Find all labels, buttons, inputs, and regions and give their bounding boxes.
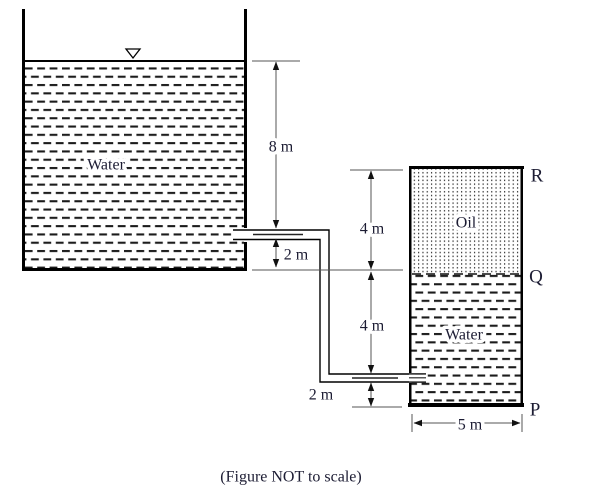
arrow-up-icon [272, 61, 280, 70]
dim-8m-label: 8 m [269, 139, 294, 156]
dimension-4m-oil: 4 m [356, 170, 388, 270]
left-tank-water-label: Water [87, 157, 125, 174]
arrow-down-icon [367, 398, 375, 407]
right-tank-left-wall-lower [409, 383, 412, 403]
point-q-label: Q [529, 267, 543, 288]
arrow-up-icon [272, 238, 280, 247]
left-tank: Water [22, 9, 247, 271]
left-tank-right-wall-lower [244, 242, 247, 271]
right-tank-oil-fill [411, 169, 521, 273]
dim-5m-label: 5 m [458, 417, 483, 434]
dim-4m-oil-label: 4 m [360, 221, 385, 238]
dimension-4m-water: 4 m [356, 271, 388, 374]
left-tank-bottom-wall [22, 268, 247, 271]
water-level-icon [124, 48, 142, 60]
arrow-right-icon [512, 419, 521, 427]
right-tank-right-wall [520, 169, 523, 403]
arrow-down-icon [367, 365, 375, 374]
arrow-up-icon [367, 271, 375, 280]
right-tank: Oil Water R Q P [408, 162, 547, 424]
arrow-up-icon [367, 382, 375, 391]
left-tank-left-wall [22, 9, 25, 271]
point-r-label: R [531, 166, 544, 187]
dimension-8m: 8 m [265, 61, 297, 229]
right-tank-left-wall-upper [409, 169, 412, 373]
arrow-down-icon [272, 259, 280, 268]
figure-caption: (Figure NOT to scale) [220, 469, 361, 486]
right-tank-water-label: Water [445, 327, 483, 344]
dimension-2m-upper: 2 m [272, 238, 312, 268]
arrow-up-icon [367, 170, 375, 179]
left-tank-water-fill [25, 62, 244, 268]
left-tank-right-wall-upper [244, 9, 247, 228]
point-p-label: P [530, 400, 541, 421]
dim-2m-lower-label: 2 m [309, 387, 334, 404]
oil-label: Oil [456, 215, 477, 232]
pipe-mouth-left [233, 229, 247, 241]
connecting-pipe [233, 229, 426, 383]
dim-2m-upper-label: 2 m [284, 247, 309, 264]
water-surface-line [25, 60, 244, 62]
right-tank-top-wall [409, 166, 524, 169]
reference-lines [252, 60, 523, 432]
dimension-5m: 5 m [413, 413, 521, 437]
arrow-left-icon [413, 419, 422, 427]
arrow-down-icon [367, 261, 375, 270]
dimension-2m-lower: 2 m [305, 382, 375, 407]
right-tank-water-fill [411, 273, 521, 403]
right-tank-bottom-wall [408, 403, 524, 407]
dim-4m-water-label: 4 m [360, 318, 385, 335]
arrow-down-icon [272, 220, 280, 229]
pipe-outer-line [233, 229, 426, 375]
